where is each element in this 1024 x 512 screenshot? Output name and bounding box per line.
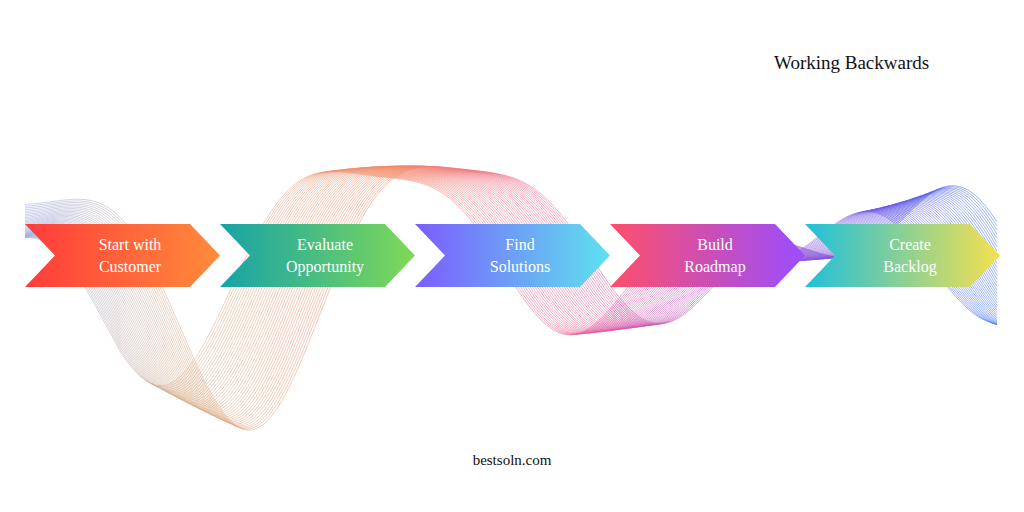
wave-stroke <box>25 167 997 430</box>
wave-stroke <box>25 167 997 407</box>
wave-stroke <box>25 166 997 423</box>
chevron-shape <box>415 224 610 287</box>
wave-stroke <box>25 166 997 418</box>
wave-stroke <box>25 166 997 420</box>
chevron-shape <box>220 224 415 287</box>
wave-stroke <box>25 166 997 413</box>
wave-stroke <box>25 166 997 410</box>
wave-stroke <box>25 166 997 428</box>
chevron-step: Find Solutions <box>415 224 610 287</box>
wave-stroke <box>25 167 997 409</box>
step-label: Start with Customer <box>84 234 176 278</box>
wave-stroke <box>25 166 997 425</box>
wave-stroke <box>25 166 997 414</box>
chevron-shape <box>610 224 805 287</box>
step-label: Evaluate Opportunity <box>279 234 371 278</box>
diagram-title: Working Backwards <box>774 52 929 74</box>
wave-stroke <box>25 166 997 416</box>
chevron-step: Build Roadmap <box>610 224 805 287</box>
chevron-step: Create Backlog <box>805 224 1000 287</box>
wave-stroke <box>25 166 997 427</box>
watermark-text: bestsoln.com <box>473 452 552 469</box>
wave-stroke <box>25 167 997 431</box>
wave-stroke <box>25 166 997 421</box>
step-label: Find Solutions <box>474 234 566 278</box>
wave-stroke <box>25 167 997 410</box>
chevron-step: Evaluate Opportunity <box>220 224 415 287</box>
step-label: Create Backlog <box>864 234 956 278</box>
step-label: Build Roadmap <box>669 234 761 278</box>
chevron-step: Start with Customer <box>25 224 220 287</box>
wave-stroke <box>25 166 997 415</box>
wave-stroke <box>25 166 997 424</box>
wave-stroke <box>25 166 997 419</box>
chevron-shape <box>25 224 220 287</box>
wave-stroke <box>25 166 997 426</box>
wave-stroke <box>25 166 997 422</box>
wave-stroke <box>25 166 997 412</box>
chevron-shape <box>805 224 1000 287</box>
